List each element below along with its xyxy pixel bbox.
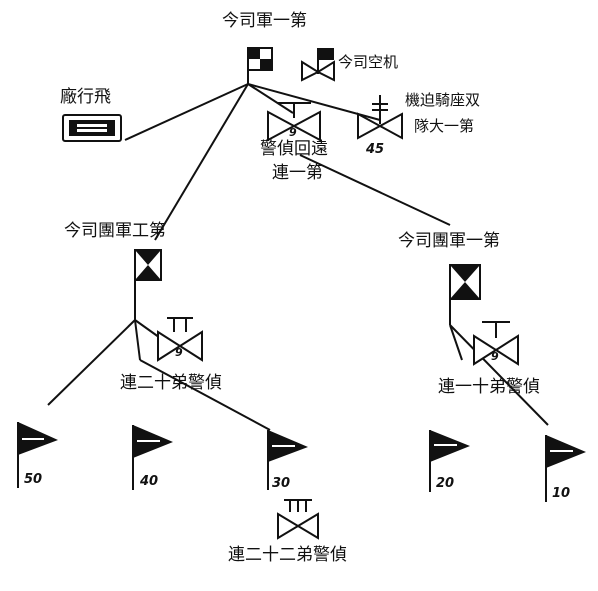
flag-40-icon [132,425,173,490]
recon-company-line2: 連一第 [272,163,323,183]
co-bottom-label: 連二十二弟警偵 [228,545,347,565]
aircraft-factory-icon [62,114,122,142]
flag-20-number: 20 [436,476,455,491]
flag-10-icon [545,435,586,502]
co-right-label: 連一十弟警偵 [438,377,540,397]
hq-flag-icon [247,47,273,84]
mech-battalion-line1: 機迫騎座双 [405,91,481,109]
flag-10-number: 10 [552,486,571,501]
co-right-recon-icon [473,321,519,366]
recon-company-number: 9 [289,126,297,139]
co-left-recon-icon [157,317,203,362]
div-right-flag-icon [449,264,481,325]
aircraft-hq-flag-icon [301,48,335,82]
co-bottom-recon-icon [277,499,319,540]
hq-aircraft-label: 今司空机 [338,53,399,71]
flag-30-icon [267,430,308,490]
flag-30-number: 30 [272,476,291,491]
flag-50-icon [17,422,58,488]
aircraft-factory-label: 廠行飛 [60,87,111,107]
recon-company-icon [267,102,321,142]
hq-label: 今司軍一第 [222,11,307,31]
flag-20-icon [429,430,470,492]
div-right-label: 今司團軍一第 [398,231,500,251]
recon-company-line1: 警偵回遠 [260,139,328,159]
flag-40-number: 40 [140,474,159,489]
div-left-flag-icon [134,249,162,320]
co-left-number: 9 [175,346,183,359]
co-right-number: 9 [491,350,499,363]
mech-battalion-number: 45 [366,142,385,157]
div-left-label: 今司團軍工第 [64,221,166,241]
flag-50-number: 50 [24,472,43,487]
co-left-label: 連二十弟警偵 [120,373,222,393]
connector-lines [47,83,549,431]
mech-battalion-line2: 隊大一第 [414,117,475,135]
mech-battalion-icon [357,95,403,140]
